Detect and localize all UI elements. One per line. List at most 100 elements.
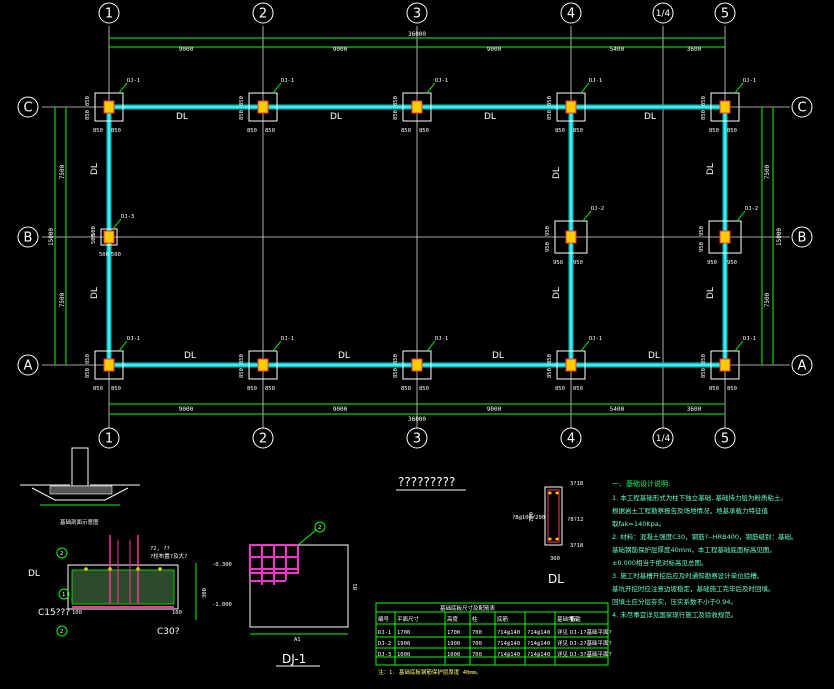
section-caption: 基础剖面示意图 [60,518,99,526]
footing-dim: 950 [573,260,583,266]
axis-bubble-1-4: 1/4 [652,427,674,449]
table-cell: ?14@140 [527,652,550,658]
table-cell: ?14@140 [497,652,520,658]
axis-bubble-1-4: 1/4 [652,2,674,24]
footing-dim: 950 [727,260,737,266]
table-cell: 详见 [557,639,569,647]
axis-label: 1/4 [656,9,671,19]
footing-dim: 850 [573,128,583,134]
design-notes: 一、基础设计说明:1. 本工程基础形式为柱下独立基础, 基础持力层为粉质粘土。 … [612,479,798,619]
table-cell: 详见 [557,628,569,636]
axis-label: 4 [567,432,575,447]
dim-span: 9000 [487,46,502,53]
beam-label: DL [338,351,350,361]
footing-dim: 850 [709,128,719,134]
axis-bubble-C: C [17,96,39,118]
dim-span: 7500 [59,292,66,307]
dim-span: 9000 [179,46,194,53]
note-line: 1. 本工程基础形式为柱下独立基础, 基础持力层为粉质粘土。 [612,493,787,502]
axis-bubble-B: B [791,226,813,248]
beam-label: DL [330,112,342,122]
footing-dim: 850 [85,368,91,378]
note-line: 基坑开挖时应注意边坡稳定，基础施工完毕后及时回填。 [612,584,775,593]
beam-section-detail: ????????? 3?18 3?18 ?8@100/200 ?8?12 300… [396,475,584,586]
table-cell: DJ-1?基础平面? [570,628,612,636]
footing-dim: 850 [419,128,429,134]
axis-bubble-C: C [791,96,813,118]
note-line: 3. 施工时基槽开挖后应及时通知勘察设计单位验槽。 [612,571,763,580]
footing-dim: 850 [555,128,565,134]
note-line: 基础钢筋保护层厚度40mm，本工程基础底面标高见图。 [612,545,776,554]
footing-label: DJ-2 [591,206,604,212]
axis-bubble-5: 5 [714,2,736,24]
beam-label: DL [184,351,196,361]
footing-dim: 850 [401,386,411,392]
beam-labels: DL DL DL DL DL DL DL DL DL DL DL DL DL D… [90,112,716,361]
table-header: 备注 [570,615,582,623]
dim-span: 7500 [59,164,66,179]
footing-dim: 850 [247,128,257,134]
footing-dim: 850 [85,96,91,106]
dim-span: 9000 [333,406,348,413]
footing-cross-section: DL C15??? C30? 2 1 2 ?2, ?? ?柱布置?及大? -0.… [28,535,232,637]
footing-dim: 950 [707,260,717,266]
axis-label: C [797,101,806,116]
table-cell: DJ-3 [378,652,391,658]
note-line: 取fak=140Kpa。 [612,520,665,528]
footing-dim: 850 [239,96,245,106]
axis-label: 2 [259,7,267,22]
footing-dim: 850 [393,354,399,364]
footing-dim: 850 [701,368,707,378]
footing-dim: 850 [393,110,399,120]
cross-marker: 1 [62,592,65,598]
footing-dim: 500 [91,226,97,236]
footing-dim: 850 [239,368,245,378]
footing-dim: 950 [699,242,705,252]
table-cell: 700 [472,641,482,647]
note-line: 2. 材料：混凝土强度C30，钢筋?--HRB400，钢筋级别：基础。 [612,532,798,541]
footing-label: DJ-1 [435,78,448,84]
footing-label: DJ-1 [127,78,140,84]
beam-label: DL [484,112,496,122]
footing-dim: 850 [239,354,245,364]
cross-dl-label: DL [28,569,40,579]
dim-span: 9000 [179,406,194,413]
axis-label: A [24,359,33,374]
axis-bubble-B: B [17,226,39,248]
footing-dim: 850 [247,386,257,392]
footing-dim: 850 [111,386,121,392]
beam-stirrup: ?8@100/200 [512,515,545,521]
footing-dim: 850 [701,96,707,106]
table-header: 编号 [378,615,390,623]
footing-dim: 850 [709,386,719,392]
axis-label: 4 [567,7,575,22]
footing-label: DJ-2 [745,206,758,212]
axis-bubble-2: 2 [252,427,274,449]
footing-dim: 850 [555,386,565,392]
dimension-left: 7500 7500 15000 [48,107,67,365]
cross-marker: 2 [60,629,63,635]
beam-label: DL [492,351,504,361]
cross-dim: 100 [72,610,82,616]
footing-label: DJ-1 [281,336,294,342]
dim-span: 7500 [764,292,771,307]
dj1-title: DJ-1 [282,652,306,666]
cross-marker: 2 [60,551,63,557]
table-cell: DJ-1 [378,630,391,636]
dim-total-bottom: 36000 [408,416,426,423]
table-header: 柱 [472,615,478,623]
dimension-top: 36000 9000 9000 9000 5400 3600 [109,31,725,53]
dim-span: 9000 [487,406,502,413]
table-cell: DJ-3?基础平面? [570,650,612,658]
axis-label: B [798,231,807,246]
footing-dim: 500 [111,252,121,258]
footing-dim: 500 [91,234,97,244]
